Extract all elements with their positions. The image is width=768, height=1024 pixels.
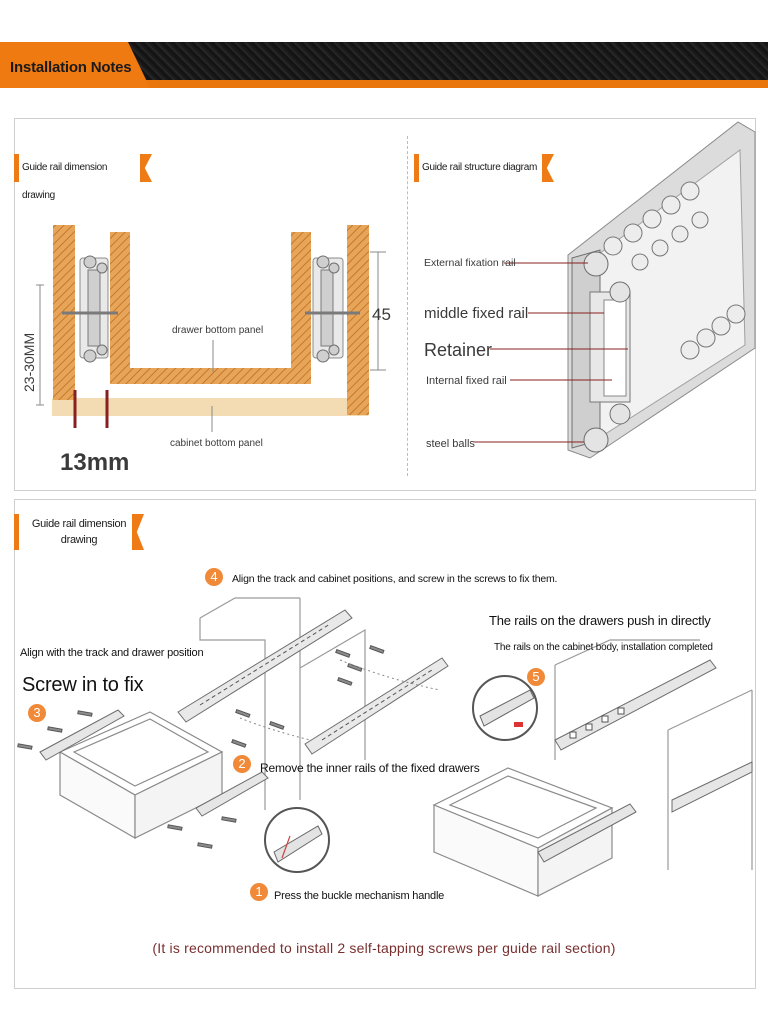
height-dimension-line [370,251,386,371]
drawer-bottom-panel-label: drawer bottom panel [172,325,263,336]
height-value: 45 [372,305,391,324]
drawer-wall-left [110,232,130,384]
step-4-text: Align the track and cabinet positions, a… [232,573,558,585]
cabinet-wall-right [347,225,369,415]
step-5-badge: 5 [527,668,545,686]
drawer-left [58,711,224,840]
label-middle-rail: middle fixed rail [424,305,528,322]
cabinet-rail-right [554,659,717,751]
left-rail-assembly [62,255,118,363]
drawer-wall-right [291,232,311,384]
width-value: 13mm [60,449,129,476]
cabinet-rail-upper [177,609,353,723]
step-3-badge: 3 [28,704,46,722]
drawer-screws [17,710,237,849]
lower-ball-row [680,304,746,360]
dimension-drawing-tag: Guide rail dimension drawing [14,154,142,201]
panel-divider [407,136,408,476]
drawer-bottom-panel-shape [110,368,311,384]
screw-recommendation-note: (It is recommended to install 2 self-tap… [152,940,616,956]
cabinet-rail-lower [304,657,449,755]
structure-diagram-tag: Guide rail structure diagram [414,154,544,182]
cabinet-left-outline [199,597,366,810]
right-rail-assembly [305,255,360,363]
cabinet-bottom-panel-label: cabinet bottom panel [170,438,263,449]
step-2-text: Remove the inner rails of the fixed draw… [260,761,480,775]
align-drawer-text: Align with the track and drawer position [20,647,204,659]
header-tab [0,42,150,88]
screw-guide-dashes [239,659,441,741]
push-in-text: The rails on the drawers push in directl… [489,613,711,628]
label-internal-rail: Internal fixed rail [426,375,507,387]
steel-balls [583,251,631,453]
cabinet-screws [231,645,385,748]
header-banner: Installation Notes [0,42,768,90]
install-detail-magnifier [472,675,538,741]
step-1-badge: 1 [250,883,268,901]
step-4-badge: 4 [205,568,223,586]
cabinet-rail-right-lower [671,761,753,813]
structure-leaders [474,262,628,443]
installation-tag-line2: drawing [60,534,98,546]
upper-ball-row [603,181,709,271]
cabinet-right-outline [554,639,753,870]
cabinet-bottom-panel-shape [52,398,368,416]
installation-tag: Guide rail dimension drawing [14,514,134,550]
header-accent-line [0,80,768,88]
screw-in-text: Screw in to fix [22,674,144,696]
label-retainer: Retainer [424,340,492,360]
step-1-text: Press the buckle mechanism handle [274,890,445,902]
label-steel-balls: steel balls [426,438,475,450]
drawer-left-rail [39,709,269,817]
step-2-badge: 2 [233,755,251,773]
buckle-detail-magnifier [264,807,330,873]
gap-value: 23-30MM [21,333,37,392]
drawer-right-rail [537,803,637,863]
gap-dimension-line [36,284,44,406]
label-external-rail: External fixation rail [424,257,516,269]
installation-tag-line1: Guide rail dimension [31,518,127,530]
page-title: Installation Notes [10,59,132,76]
completed-text: The rails on the cabinet body, installat… [494,642,713,653]
